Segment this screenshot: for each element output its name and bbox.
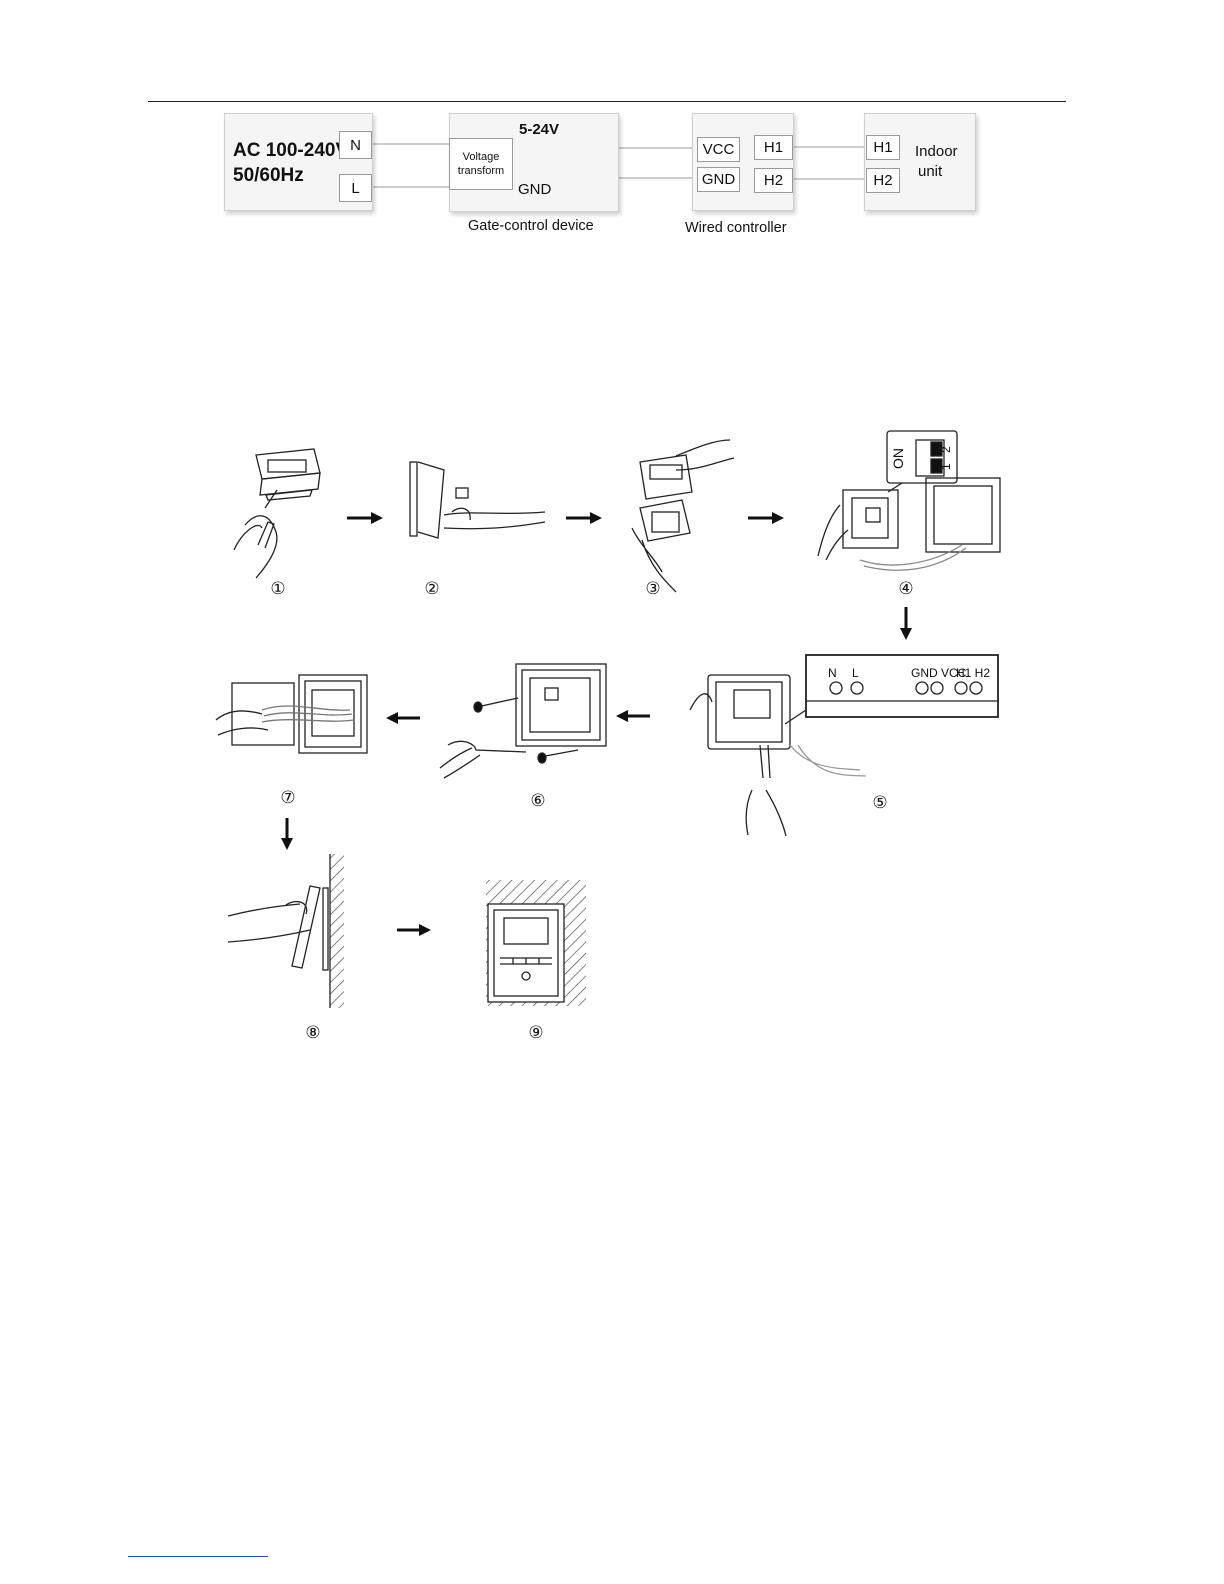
step-number-4: ④ <box>898 579 913 599</box>
step1-illustration <box>234 449 320 578</box>
arrow-6-to-7 <box>386 712 420 724</box>
step-number-9: ⑨ <box>528 1023 543 1043</box>
step9-illustration <box>486 880 586 1006</box>
step4-switch-2: 2 <box>939 446 953 453</box>
arrow-7-to-8 <box>281 818 293 850</box>
step4-switch-on: ON <box>890 448 906 469</box>
arrow-2-to-3 <box>566 512 602 524</box>
step4-illustration <box>818 431 1000 570</box>
step-number-3: ③ <box>645 579 660 599</box>
step5-illustration <box>690 655 998 836</box>
step-number-6: ⑥ <box>530 791 545 811</box>
step6-illustration <box>440 664 606 778</box>
step7-illustration <box>216 675 367 753</box>
arrow-4-to-5 <box>900 607 912 640</box>
step5-terminal-h1h2: H1 H2 <box>956 666 990 680</box>
step3-illustration <box>632 440 734 592</box>
flow-arrows <box>281 512 912 936</box>
arrow-1-to-2 <box>347 512 383 524</box>
step2-illustration <box>410 462 545 538</box>
step-number-1: ① <box>270 579 285 599</box>
step4-switch-1: 1 <box>939 463 953 470</box>
step-number-7: ⑦ <box>280 788 295 808</box>
step8-illustration <box>228 854 344 1008</box>
step5-terminal-n: N <box>828 666 837 680</box>
step-number-5: ⑤ <box>872 793 887 813</box>
footnote-rule <box>128 1556 268 1557</box>
arrow-3-to-4 <box>748 512 784 524</box>
arrow-5-to-6 <box>616 710 650 722</box>
step5-terminal-l: L <box>852 666 859 680</box>
step-number-8: ⑧ <box>305 1023 320 1043</box>
arrow-8-to-9 <box>397 924 431 936</box>
step-number-2: ② <box>424 579 439 599</box>
